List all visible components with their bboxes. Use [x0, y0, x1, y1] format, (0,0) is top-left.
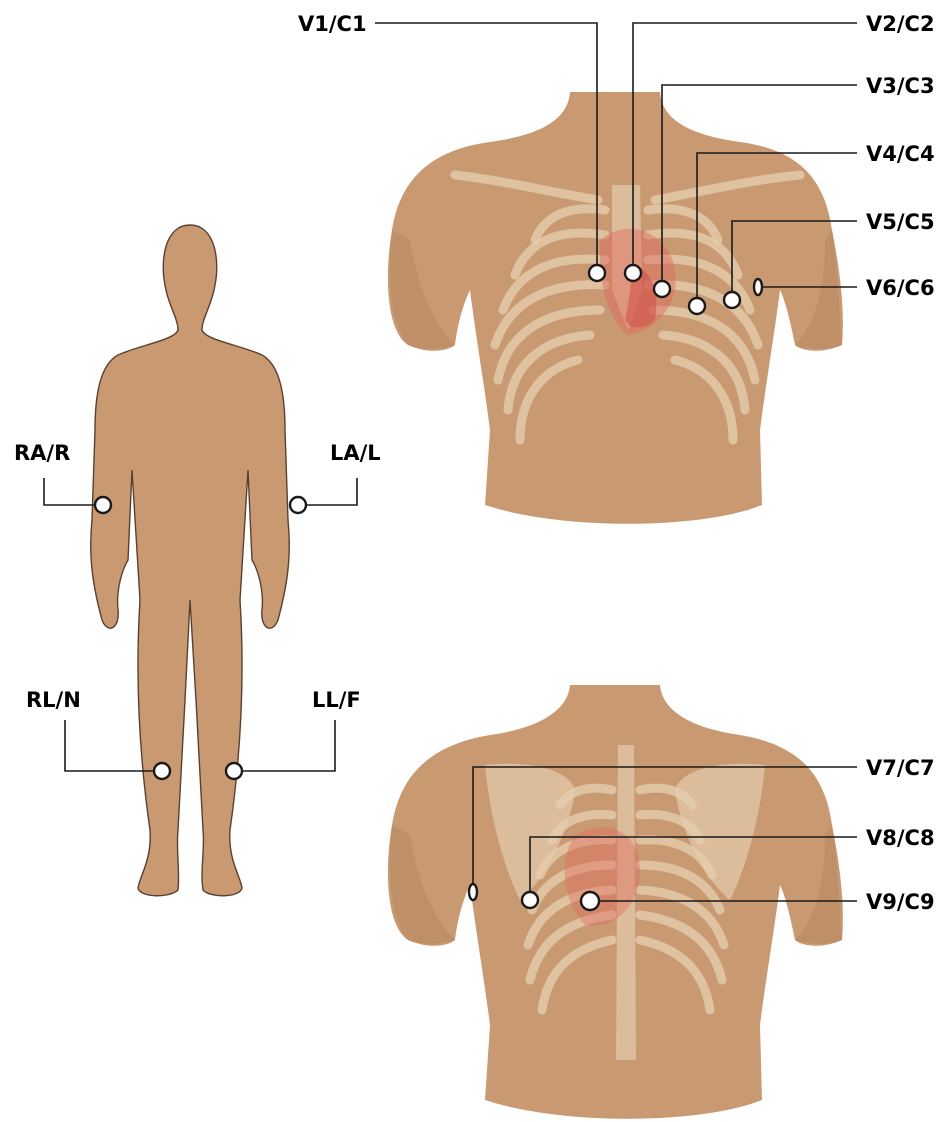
label-rl: RL/N [26, 688, 81, 712]
label-v7: V7/C7 [866, 756, 935, 780]
label-v2: V2/C2 [866, 12, 935, 36]
label-v4: V4/C4 [866, 142, 935, 166]
back-torso [388, 685, 843, 1119]
label-ll: LL/F [312, 688, 361, 712]
label-v3: V3/C3 [866, 74, 935, 98]
front-torso [388, 92, 843, 524]
electrode-rl [154, 763, 170, 779]
electrode-ra [95, 497, 111, 513]
label-v8: V8/C8 [866, 826, 935, 850]
electrode-v7 [469, 884, 477, 900]
label-la: LA/L [330, 441, 381, 465]
electrode-v6 [754, 279, 762, 295]
electrode-v9 [581, 892, 599, 910]
full-body-figure [91, 225, 290, 896]
electrode-ll [226, 763, 242, 779]
label-v1: V1/C1 [298, 12, 367, 36]
label-v6: V6/C6 [866, 276, 935, 300]
label-v9: V9/C9 [866, 890, 935, 914]
electrode-v1 [589, 265, 605, 281]
electrode-v3 [654, 281, 670, 297]
electrode-v5 [724, 292, 740, 308]
electrode-v8 [522, 892, 538, 908]
electrode-v2 [625, 265, 641, 281]
label-ra: RA/R [14, 441, 70, 465]
label-v5: V5/C5 [866, 210, 935, 234]
electrode-la [290, 497, 306, 513]
electrode-v4 [689, 298, 705, 314]
